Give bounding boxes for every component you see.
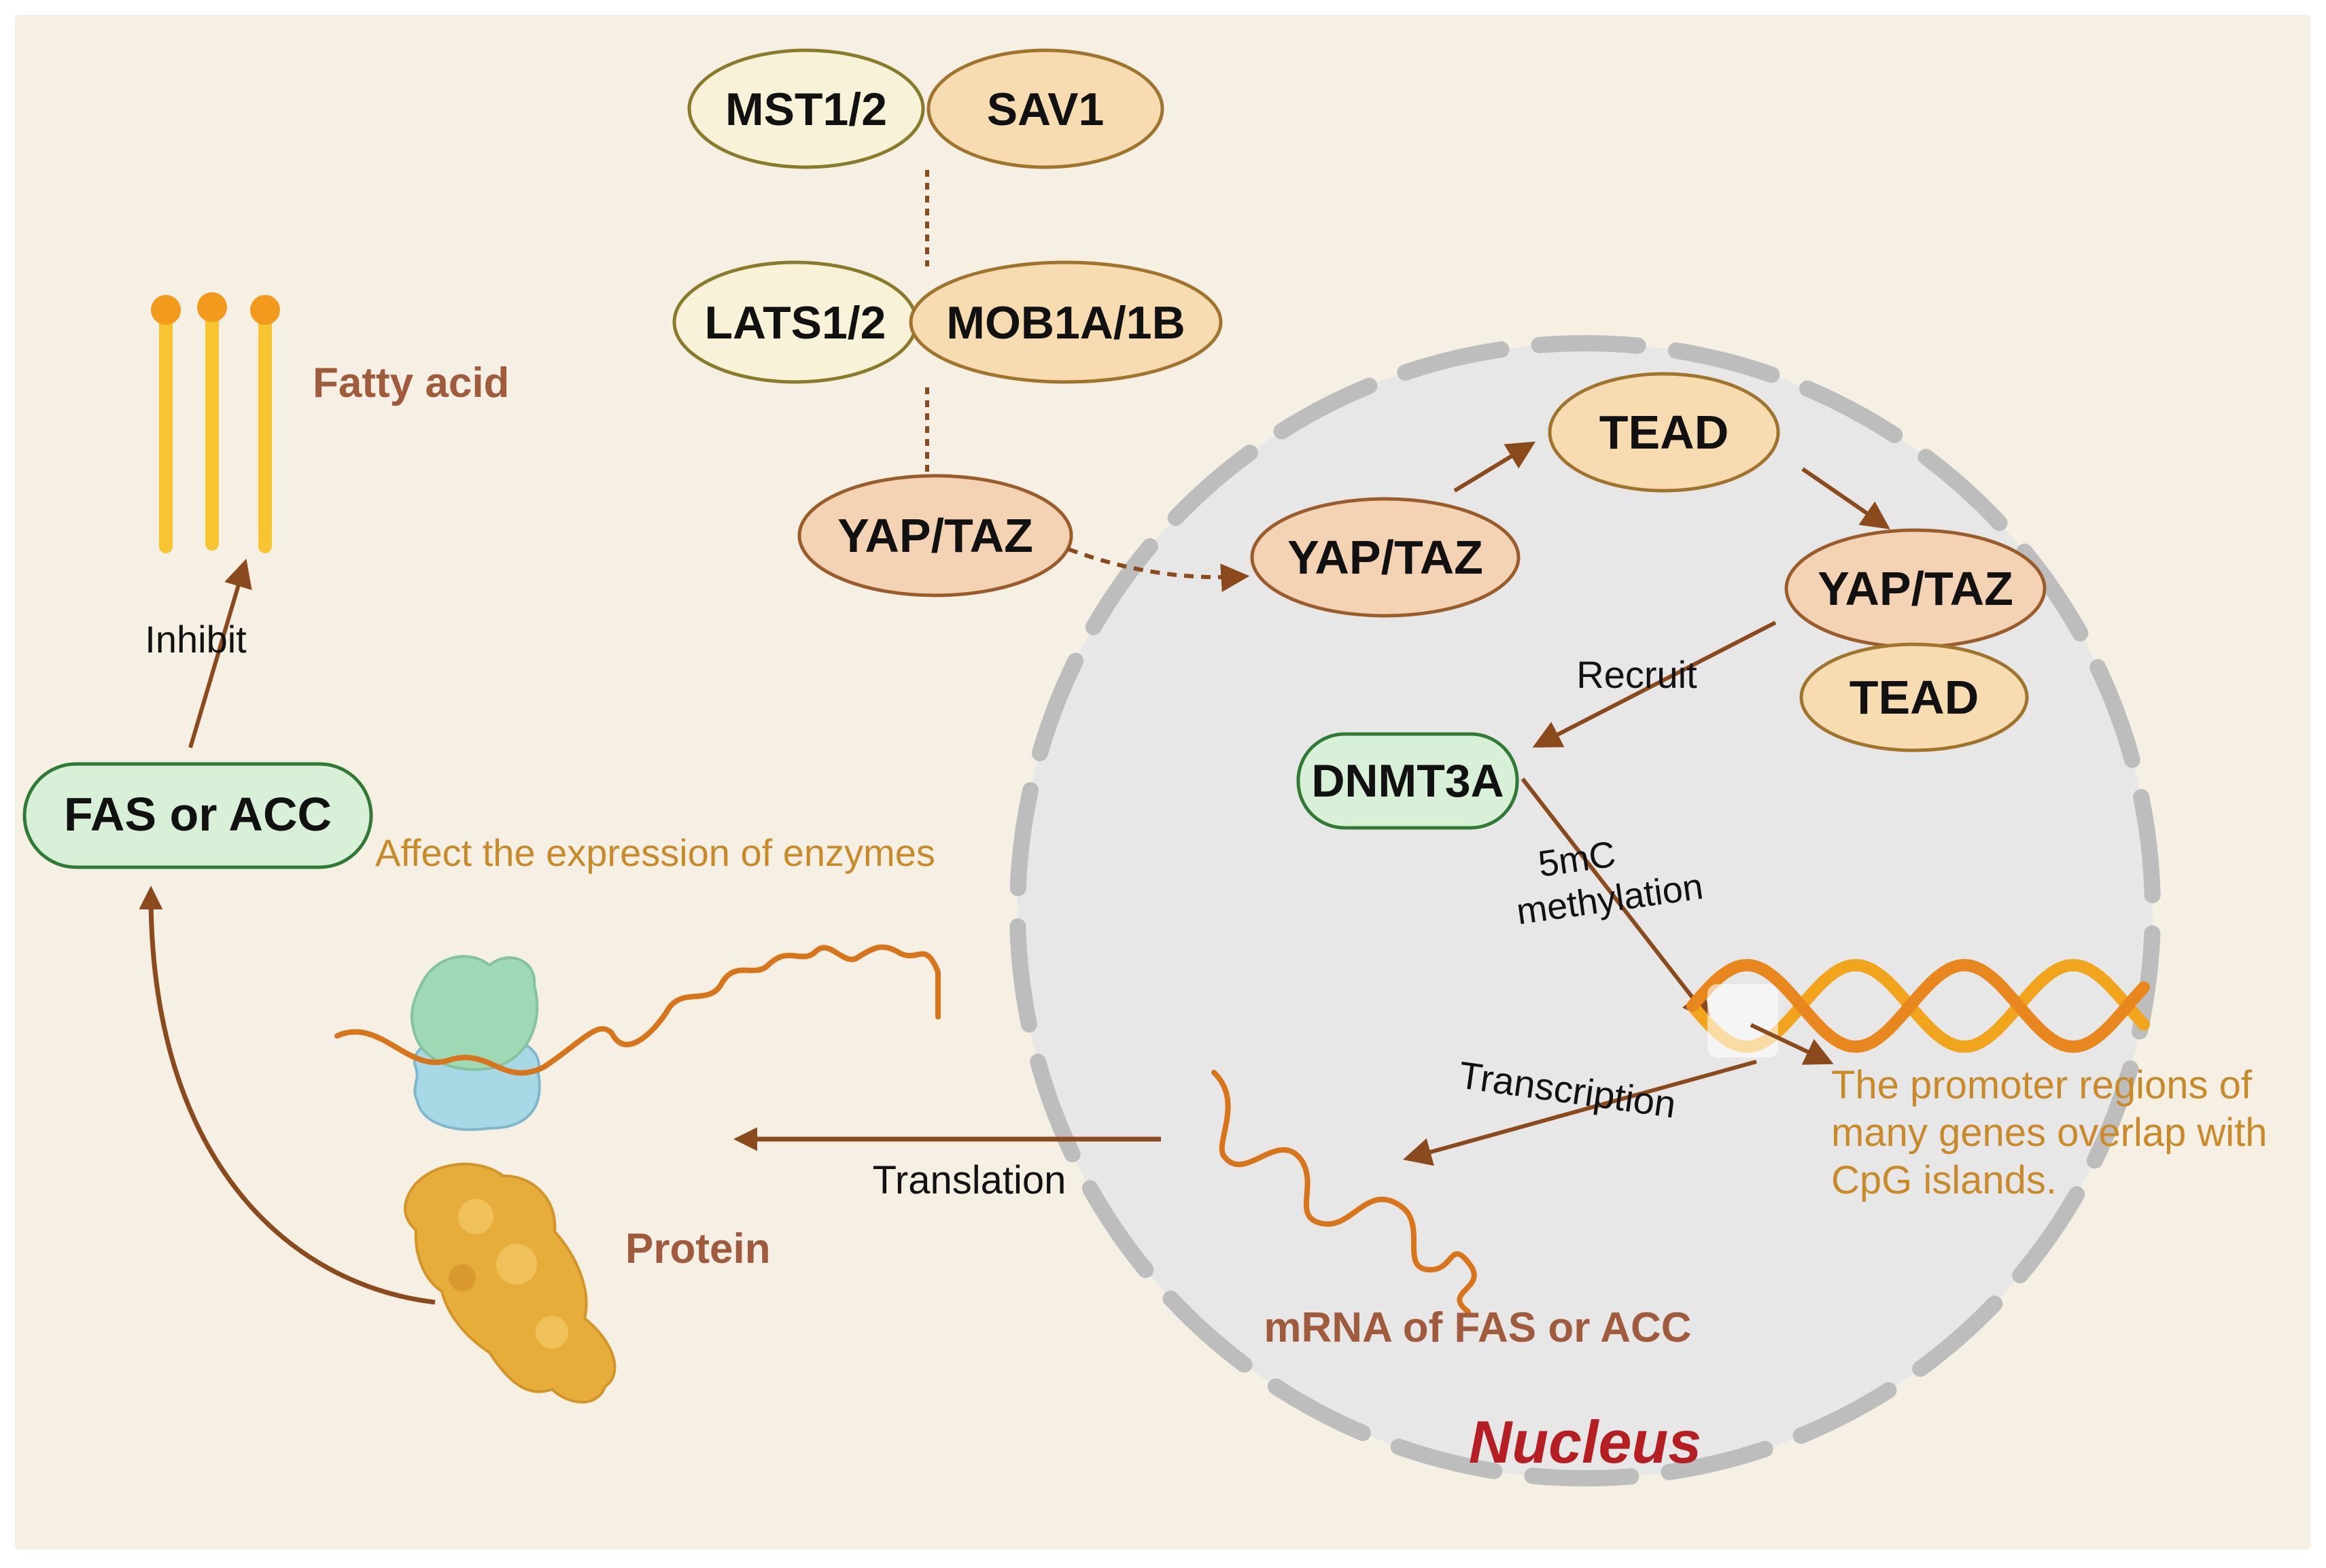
dna-to-promoter-arrow	[1750, 1023, 1834, 1065]
tead-complex-label: TEAD	[1850, 671, 1979, 724]
hippo-kinase-cascade: MST1/2 SAV1 LATS1/2 MOB1A/1B YAP/TAZ	[672, 48, 1223, 597]
protein-texture-3	[536, 1316, 568, 1348]
nuclear-envelope-segment	[1162, 1290, 1253, 1373]
transcription-arrow	[1402, 1060, 1757, 1166]
promoter-text-line2: many genes overlap with	[1831, 1111, 2268, 1155]
nuclear-envelope-segment	[2016, 543, 2089, 642]
nuclear-envelope-segment	[2089, 659, 2140, 768]
affect-expression-label: Affect the expression of enzymes	[375, 831, 935, 874]
nuclear-envelope-segment	[1524, 1467, 1639, 1486]
nuclear-envelope-segment	[1273, 377, 1378, 440]
yap-taz-cytoplasm-label: YAP/TAZ	[837, 509, 1033, 562]
recruit-arrow	[1532, 621, 1777, 748]
nuclear-envelope-segment	[1917, 449, 2008, 532]
translation-label: Translation	[873, 1158, 1066, 1202]
cytoplasmic-mrna-strand	[334, 944, 941, 1076]
nuclear-envelope-segment	[1030, 1053, 1081, 1163]
nuclear-envelope-segment	[1031, 652, 1084, 761]
nuclear-envelope-segment	[1267, 1378, 1371, 1442]
mst12-node	[687, 48, 925, 169]
mob1-node	[909, 260, 1223, 384]
mst12-label: MST1/2	[725, 84, 887, 135]
inhibit-label: Inhibit	[145, 618, 247, 661]
nuclear-envelope-segment	[2086, 1060, 2139, 1169]
protein-texture-2	[496, 1244, 537, 1285]
nuclear-envelope-segment	[1912, 1295, 2003, 1377]
nuclear-envelope-segment	[1009, 782, 1039, 896]
nucleus-label: Nucleus	[1469, 1408, 1701, 1476]
promoter-text-line1: The promoter regions of	[1831, 1063, 2253, 1107]
protein-to-enzyme-arrow	[139, 886, 436, 1305]
fas-acc-box	[22, 762, 373, 869]
nuclear-envelope-segment	[1792, 1382, 1897, 1444]
sav1-label: SAV1	[987, 84, 1105, 135]
nuclear-mrna-strand	[1211, 1070, 1477, 1314]
nuclear-envelope	[1009, 335, 2161, 1486]
mob1-label: MOB1A/1B	[946, 297, 1185, 349]
nuclear-envelope-segment	[1009, 918, 1037, 1033]
ribosome-translating-mrna	[334, 944, 941, 1131]
sav1-node	[926, 48, 1164, 169]
dna-backbone-strand	[1686, 958, 2150, 1053]
fatty-acid-head-2	[197, 292, 227, 322]
ribosome-large-subunit	[410, 955, 539, 1071]
lats12-label: LATS1/2	[704, 297, 886, 349]
yap-taz-nuclear-node	[1250, 497, 1521, 618]
yap-taz-cytoplasm-node	[797, 474, 1073, 597]
protein-label: Protein	[625, 1225, 771, 1272]
tead-top-node	[1548, 372, 1780, 493]
nuclear-envelope-segment	[1390, 1438, 1503, 1480]
inhibit-arrow	[188, 558, 252, 748]
protein-texture-1	[458, 1199, 493, 1234]
nuclear-envelope-segment	[2012, 1186, 2085, 1284]
tead-to-complex-arrow	[1801, 467, 1890, 529]
yap-taz-complex-label: YAP/TAZ	[1818, 562, 2013, 615]
yap-to-tead-arrow	[1453, 441, 1536, 493]
dnmt3a-box	[1296, 732, 1519, 830]
protein-illustration	[403, 1162, 617, 1404]
nuclear-envelope-segment	[1661, 1440, 1773, 1480]
nuclear-envelope-segment	[1531, 335, 1646, 354]
nuclear-envelope-segment	[2133, 788, 2161, 903]
yap-taz-nuclear-label: YAP/TAZ	[1287, 531, 1483, 584]
nuclear-envelope-segment	[1167, 445, 1258, 526]
nuclear-envelope-segment	[1667, 342, 1780, 383]
fatty-acid-label: Fatty acid	[313, 360, 509, 406]
nuclear-envelope-segment	[1397, 341, 1510, 381]
nuclear-envelope-segment	[1799, 380, 1903, 443]
fatty-acid-chains	[151, 292, 280, 553]
recruit-label: Recruit	[1576, 653, 1697, 696]
fatty-acid-head-3	[250, 295, 280, 325]
fatty-acid-head-1	[151, 295, 181, 325]
yap-nuclear-import-arrow	[1067, 547, 1250, 593]
tead-complex-node	[1799, 642, 2029, 752]
tead-top-label: TEAD	[1599, 406, 1729, 459]
promoter-text-line3: CpG islands.	[1831, 1158, 2057, 1202]
cpg-methylation-highlight	[1707, 984, 1778, 1058]
fas-acc-label: FAS or ACC	[64, 788, 332, 841]
protein-texture-4	[449, 1264, 476, 1291]
mrna-label: mRNA of FAS or ACC	[1264, 1304, 1691, 1351]
nuclear-yap-tead-pathway: YAP/TAZ TEAD YAP/TAZ TEAD Recruit DNMT3A…	[1250, 372, 2047, 1022]
nuclear-envelope-segment	[1085, 538, 1158, 635]
nuclear-envelope-segment	[1081, 1180, 1154, 1278]
methylation-arrow	[1521, 778, 1712, 1022]
dnmt3a-label: DNMT3A	[1311, 755, 1504, 807]
